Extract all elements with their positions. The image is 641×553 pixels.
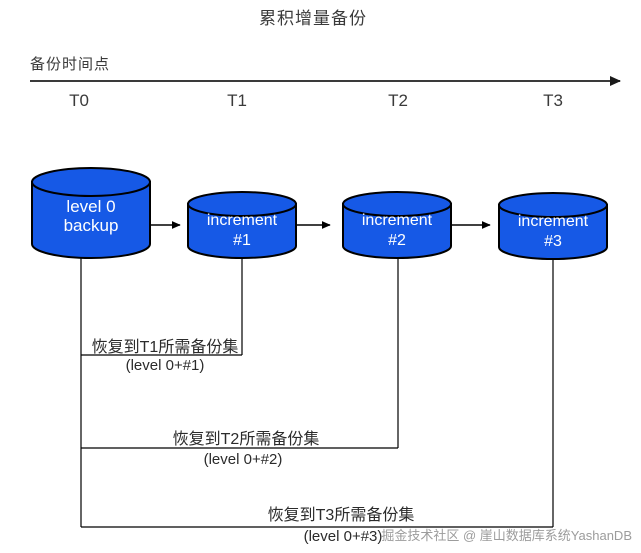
recovery-note-t1-detail: (level 0+#1) <box>125 357 205 374</box>
cylinder-inc2-label-line1: increment <box>361 212 433 229</box>
timeline-axis-label: 备份时间点 <box>30 56 111 73</box>
cylinder-inc3-label-line2: #3 <box>544 233 562 250</box>
timeline-tick-t0: T0 <box>69 91 89 110</box>
cylinder-inc3-label-line1: increment <box>517 213 589 230</box>
cylinder-inc1-label-line2: #1 <box>233 232 251 249</box>
cylinder-increment-3 <box>498 192 608 260</box>
cylinder-level0-label-line1: level 0 <box>66 197 116 216</box>
recovery-note-t3-title: 恢复到T3所需备份集 <box>267 507 415 524</box>
cylinder-inc2-label: increment #2 <box>343 211 451 251</box>
cylinder-inc2-label-line2: #2 <box>388 232 406 249</box>
cylinder-level0-label: level 0 backup <box>32 197 150 235</box>
cylinder-inc1-label-line1: increment <box>206 212 278 229</box>
recovery-note-t2-detail: (level 0+#2) <box>203 451 283 468</box>
recovery-note-t3-detail: (level 0+#3) <box>303 528 383 545</box>
cylinder-increment-2 <box>342 191 452 259</box>
cylinder-inc3-label: increment #3 <box>499 212 607 252</box>
watermark-text: 掘金技术社区 @ 崖山数据库系统YashanDB <box>381 528 632 543</box>
cylinder-level0-label-line2: backup <box>63 216 119 235</box>
timeline-tick-t3: T3 <box>543 91 563 110</box>
timeline-tick-t1: T1 <box>227 91 247 110</box>
cylinder-level0-backup <box>31 167 151 259</box>
recovery-note-t2-title: 恢复到T2所需备份集 <box>172 431 320 448</box>
diagram-title: 累积增量备份 <box>259 9 367 28</box>
recovery-note-t1-title: 恢复到T1所需备份集 <box>91 339 239 356</box>
timeline-tick-t2: T2 <box>388 91 408 110</box>
cylinder-inc1-label: increment #1 <box>188 211 296 251</box>
cylinder-increment-1 <box>187 191 297 259</box>
